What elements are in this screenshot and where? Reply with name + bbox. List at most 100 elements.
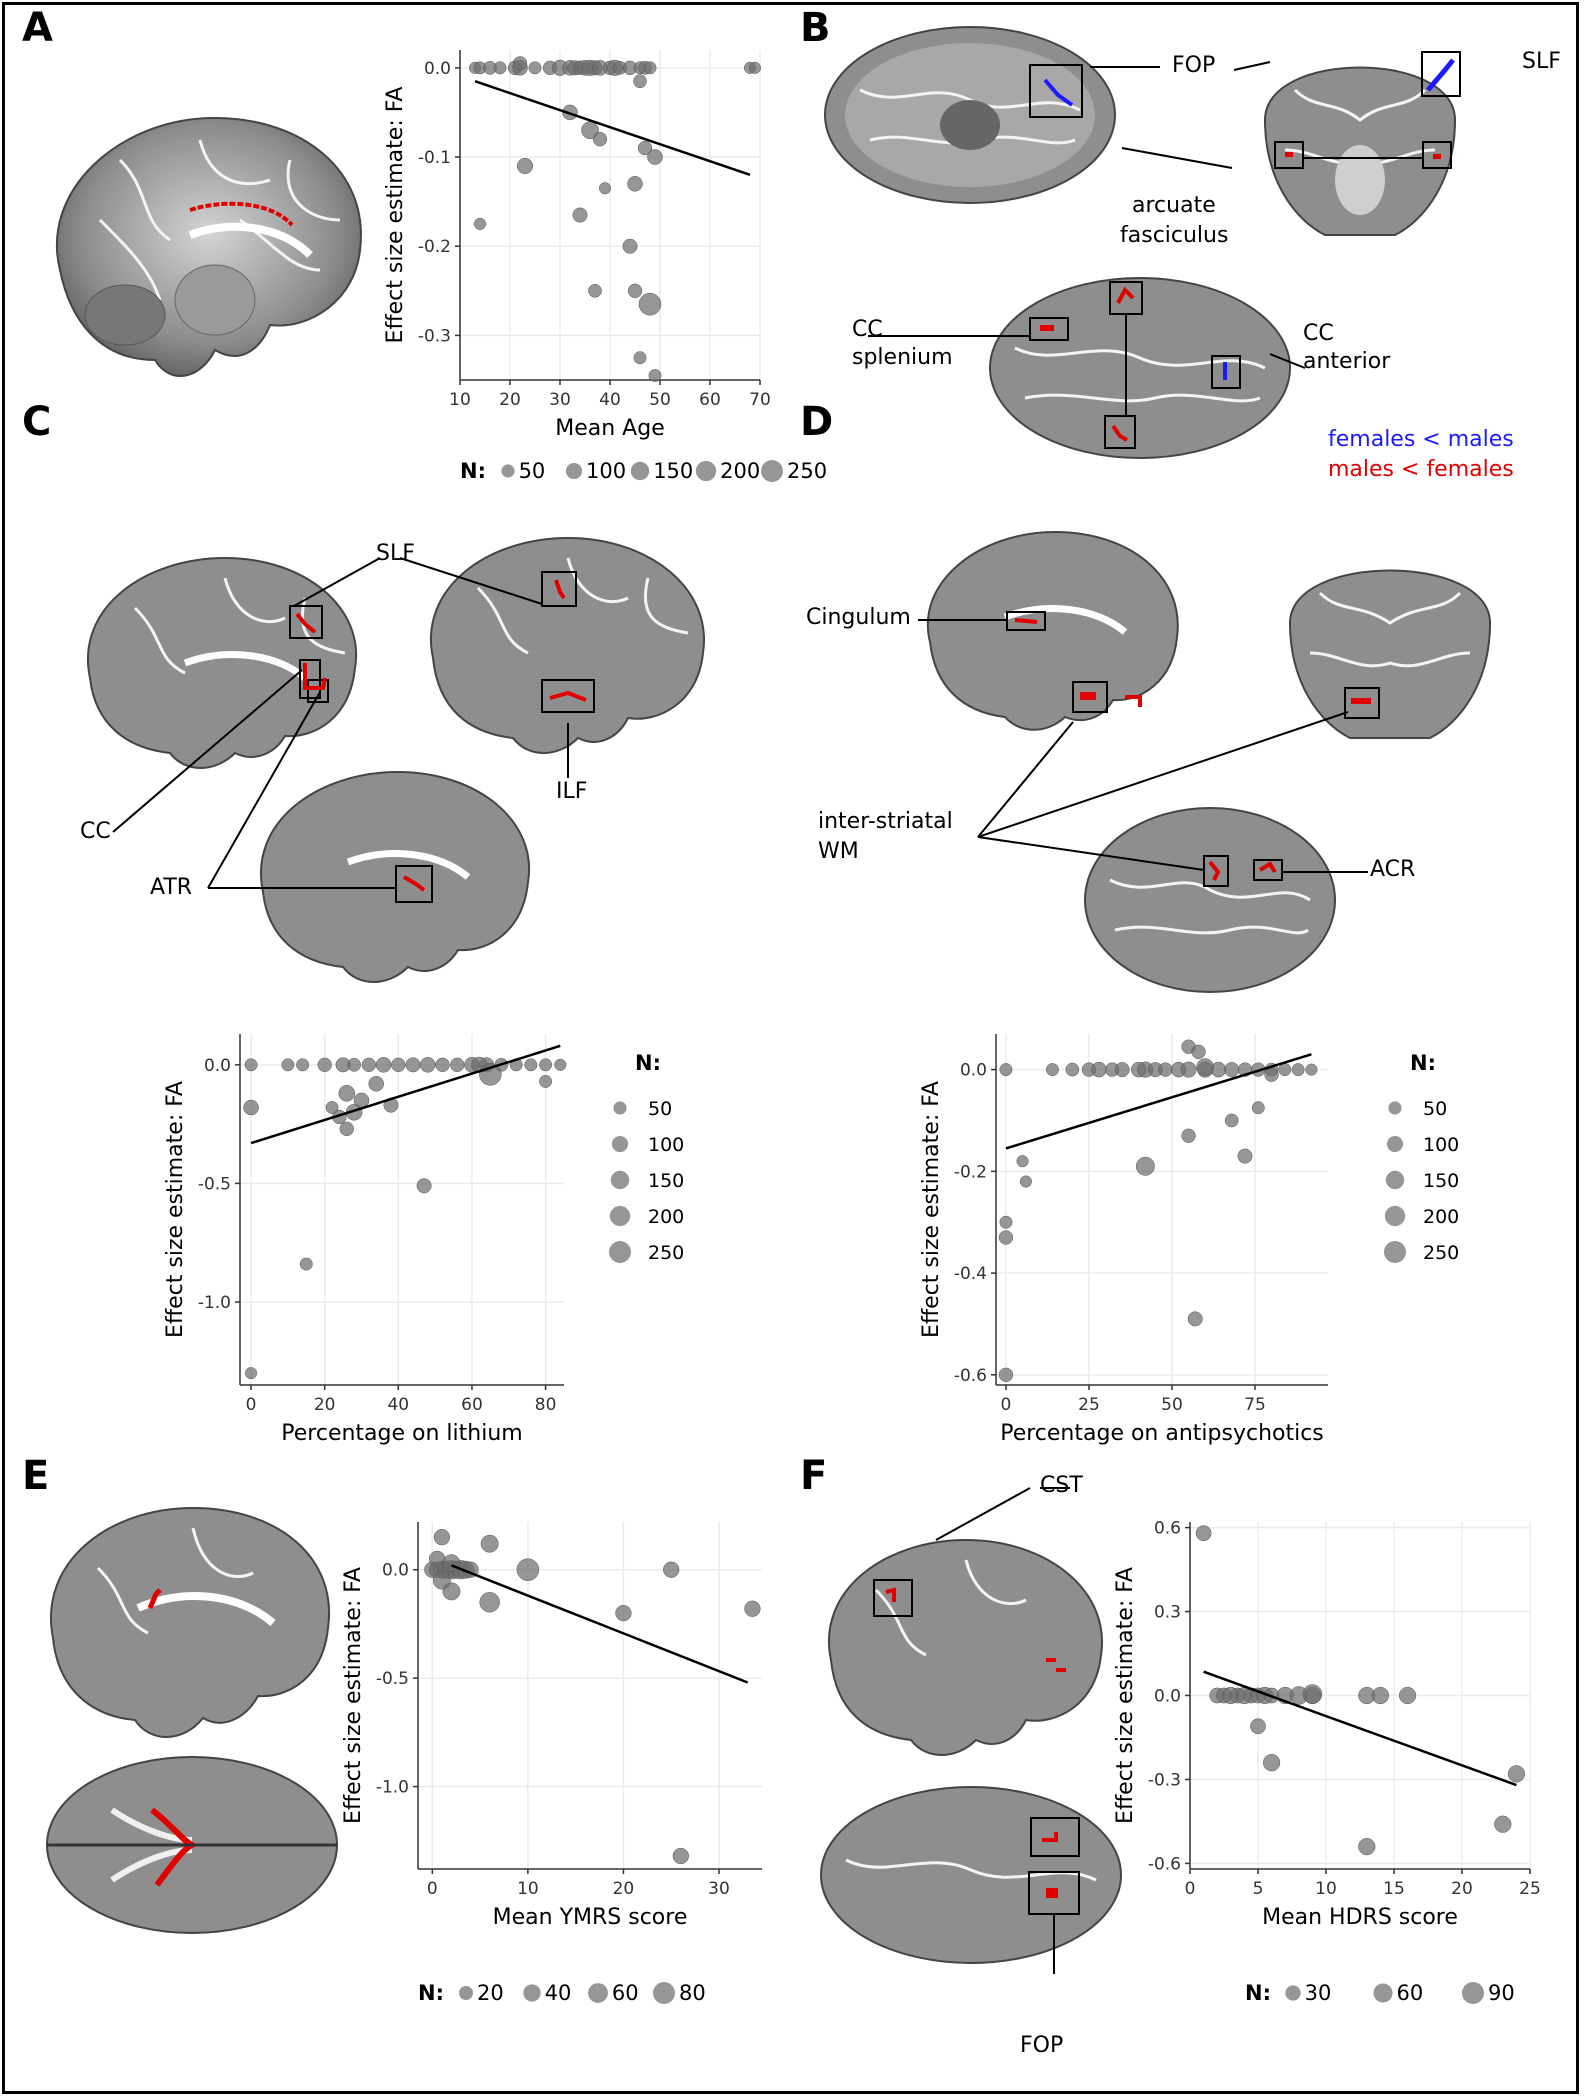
y-tick-label-c: -0.5 xyxy=(198,1174,231,1194)
panel-letter-a: A xyxy=(22,5,53,51)
data-point-a xyxy=(572,207,588,223)
data-point-a xyxy=(638,292,662,316)
data-point-c xyxy=(339,1121,354,1137)
y-tick-label-e: -1.0 xyxy=(376,1778,409,1798)
legend-key-f xyxy=(1285,1985,1301,2001)
sagittal-brain-image-a xyxy=(55,116,362,377)
slf-box-c2 xyxy=(541,571,577,607)
isw-box-d1 xyxy=(1072,681,1108,713)
legend-title-d: N: xyxy=(1410,1051,1436,1075)
y-tick-label-a: -0.2 xyxy=(418,237,451,257)
legend-label-a: 250 xyxy=(787,459,827,483)
legend-key-e xyxy=(653,1982,675,2004)
data-point-a xyxy=(588,283,602,298)
y-tick-label-e: 0.0 xyxy=(382,1561,409,1581)
atr-box-c1 xyxy=(307,679,329,703)
x-tick-label-a: 20 xyxy=(499,390,521,410)
axial-brain-image-d xyxy=(1084,807,1336,993)
data-point-a xyxy=(592,132,608,147)
legend-key-e xyxy=(588,1983,608,2003)
legend-label-a: 150 xyxy=(653,459,693,483)
data-point-e xyxy=(480,1534,499,1553)
panel-f-leader-lines xyxy=(935,1487,1070,1974)
legend-key-d xyxy=(1385,1170,1405,1190)
y-axis-title-e: Effect size estimate: FA xyxy=(341,1567,366,1824)
x-axis-title-d: Percentage on antipsychotics xyxy=(1000,1421,1324,1446)
legend-label-c: 50 xyxy=(648,1098,672,1120)
legend-label-a: 50 xyxy=(519,459,546,483)
trend-line-d xyxy=(1005,1053,1312,1150)
legend-label-f: 60 xyxy=(1397,1981,1424,2005)
arcuate-box-left-b xyxy=(1274,141,1304,169)
fop-highlight-b xyxy=(1043,78,1074,107)
data-point-a xyxy=(627,176,643,192)
data-point-c xyxy=(391,1057,406,1073)
label-cc-splenium-1-b: CC xyxy=(852,317,883,342)
legend-key-d xyxy=(1384,1205,1406,1227)
trend-line-a xyxy=(474,80,751,177)
data-point-a xyxy=(633,351,647,365)
data-point-e xyxy=(744,1600,761,1617)
x-tick-label-a: 70 xyxy=(749,390,771,410)
legend-label-e: 60 xyxy=(612,1981,639,2005)
legend-label-a: 200 xyxy=(720,459,760,483)
sagittal-brain-image-c1 xyxy=(87,556,358,769)
data-point-f xyxy=(1507,1765,1525,1783)
y-tick-label-f: 0.0 xyxy=(1154,1687,1181,1707)
panel-letter-e: E xyxy=(22,1453,50,1499)
legend-key-a xyxy=(695,460,717,482)
data-point-d xyxy=(1187,1311,1203,1327)
data-point-a xyxy=(637,140,653,156)
legend-key-c xyxy=(613,1101,627,1115)
data-point-d xyxy=(1019,1175,1032,1188)
data-point-a xyxy=(473,217,487,230)
data-point-a xyxy=(627,283,643,298)
data-point-a xyxy=(493,61,507,75)
y-tick-label-f: 0.3 xyxy=(1154,1603,1181,1623)
sagittal-brain-image-c2 xyxy=(430,536,706,754)
x-tick-label-a: 50 xyxy=(649,390,671,410)
fop-box-f1 xyxy=(1030,1817,1080,1857)
label-arcuate-2-b: fasciculus xyxy=(1120,223,1229,248)
x-tick-label-c: 60 xyxy=(461,1395,483,1415)
legend-key-a xyxy=(761,460,783,482)
data-point-d xyxy=(1224,1113,1239,1128)
label-cc-anterior-2-b: anterior xyxy=(1303,349,1391,374)
data-point-e xyxy=(672,1847,689,1865)
legend-label-f: 90 xyxy=(1488,1981,1515,2005)
sagittal-brain-image-c3 xyxy=(260,770,531,983)
y-axis-title-c: Effect size estimate: FA xyxy=(163,1081,188,1338)
label-slf-c: SLF xyxy=(376,541,415,566)
data-point-a xyxy=(512,56,528,71)
y-tick-label-c: -1.0 xyxy=(198,1293,231,1313)
x-tick-label-d: 75 xyxy=(1244,1395,1266,1415)
label-isw-1-d: inter-striatal xyxy=(818,809,953,834)
label-atr-c: ATR xyxy=(150,875,193,900)
legend-key-c xyxy=(609,1241,631,1263)
x-tick-label-c: 80 xyxy=(535,1395,557,1415)
legend-label-f: 30 xyxy=(1305,1981,1332,2005)
legend-females-lt-males: females < males xyxy=(1328,427,1514,452)
data-point-c xyxy=(245,1367,258,1380)
x-tick-label-f: 5 xyxy=(1253,1879,1264,1899)
data-point-c xyxy=(296,1058,310,1072)
y-axis-title-d: Effect size estimate: FA xyxy=(919,1081,944,1338)
axial-brain-image-b2 xyxy=(989,277,1291,459)
data-point-d xyxy=(1291,1063,1305,1077)
arcuate-box-bottom-b xyxy=(1104,415,1136,449)
label-cc-anterior-1-b: CC xyxy=(1303,321,1334,346)
data-point-d xyxy=(1191,1044,1206,1059)
data-point-c xyxy=(325,1101,339,1114)
cc-anterior-box-b xyxy=(1211,355,1241,389)
legend-males-lt-females: males < females xyxy=(1328,457,1514,482)
data-point-c xyxy=(450,1057,465,1073)
axial-brain-image-b1 xyxy=(824,26,1116,204)
y-tick-label-d: 0.0 xyxy=(960,1061,987,1081)
data-point-f xyxy=(1358,1838,1376,1856)
data-point-c xyxy=(435,1057,450,1073)
legend-key-d xyxy=(1384,1241,1406,1263)
data-point-f xyxy=(1250,1718,1266,1735)
plot-area-c xyxy=(240,1034,564,1385)
